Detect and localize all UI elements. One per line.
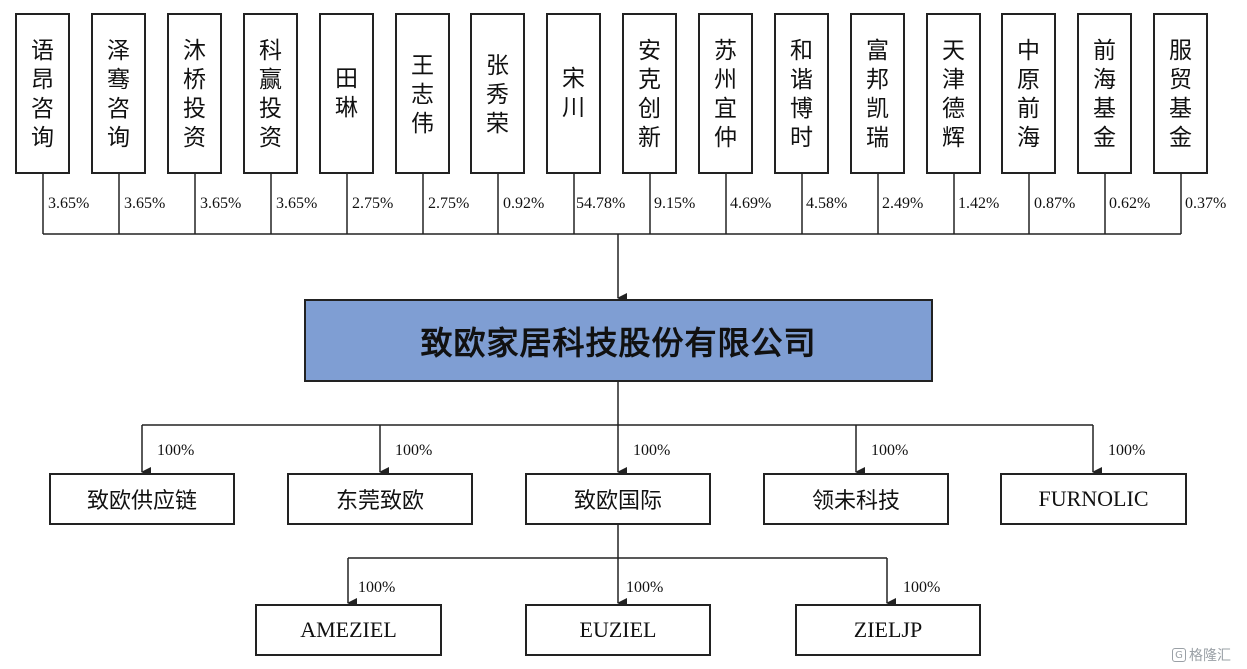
subsidiary-box-international: 致欧国际 (525, 473, 711, 525)
shareholder-name: 王 志 伟 (411, 53, 434, 137)
intl-subsidiary-pct: 100% (358, 579, 396, 596)
watermark: G 格隆汇 (1172, 645, 1231, 665)
intl-subsidiary-box-ameziel: AMEZIEL (255, 604, 442, 656)
shareholder-name: 沐 桥 投 资 (183, 38, 206, 151)
subsidiary-box-lingwei: 领未科技 (763, 473, 949, 525)
subsidiary-pct: 100% (633, 442, 671, 459)
shareholder-box-muqiao: 沐 桥 投 资 (167, 13, 222, 174)
company-box: 致欧家居科技股份有限公司 (304, 299, 933, 382)
shareholder-pct: 0.37% (1185, 195, 1227, 212)
shareholder-name: 科 赢 投 资 (259, 38, 282, 151)
shareholder-pct: 2.75% (352, 195, 394, 212)
shareholder-box-fumao: 服 贸 基 金 (1153, 13, 1208, 174)
shareholder-box-zhongyuan: 中 原 前 海 (1001, 13, 1056, 174)
shareholder-name: 前 海 基 金 (1093, 38, 1116, 151)
shareholder-box-songchuan: 宋 川 (546, 13, 601, 174)
shareholder-drops (42, 173, 1182, 235)
subsidiary-pct: 100% (871, 442, 909, 459)
shareholder-name: 和 谐 博 时 (790, 38, 813, 151)
subsidiary-box-dongguan: 东莞致欧 (287, 473, 473, 525)
intl-subsidiary-pct: 100% (903, 579, 941, 596)
shareholder-name: 张 秀 荣 (486, 53, 509, 137)
shareholder-name: 宋 川 (562, 66, 585, 121)
shareholder-name: 中 原 前 海 (1017, 38, 1040, 151)
shareholder-pct: 4.69% (730, 195, 772, 212)
shareholder-pct: 0.62% (1109, 195, 1151, 212)
shareholder-pct: 3.65% (124, 195, 166, 212)
shareholder-box-yuang: 语 昂 咨 询 (15, 13, 70, 174)
subsidiary-pct: 100% (1108, 442, 1146, 459)
shareholder-box-anke: 安 克 创 新 (622, 13, 677, 174)
intl-subsidiary-box-zieljp: ZIELJP (795, 604, 981, 656)
subsidiary-pct: 100% (157, 442, 195, 459)
shareholder-box-tianjin: 天 津 德 辉 (926, 13, 981, 174)
shareholder-pct: 2.49% (882, 195, 924, 212)
shareholder-name: 富 邦 凯 瑞 (866, 38, 889, 151)
shareholder-name: 田 琳 (335, 66, 358, 121)
shareholder-pct: 3.65% (200, 195, 242, 212)
shareholder-pct: 1.42% (958, 195, 1000, 212)
shareholder-box-zhangxiurong: 张 秀 荣 (470, 13, 525, 174)
shareholder-name: 服 贸 基 金 (1169, 38, 1192, 151)
shareholder-box-zeqian: 泽 骞 咨 询 (91, 13, 146, 174)
shareholder-name: 安 克 创 新 (638, 38, 661, 151)
shareholder-pct: 4.58% (806, 195, 848, 212)
shareholder-pct: 9.15% (654, 195, 696, 212)
shareholder-pct: 54.78% (576, 195, 626, 212)
shareholder-pct: 2.75% (428, 195, 470, 212)
shareholder-box-wangzhiwei: 王 志 伟 (395, 13, 450, 174)
shareholder-name: 语 昂 咨 询 (31, 38, 54, 151)
shareholder-name: 苏 州 宜 仲 (714, 38, 737, 151)
shareholder-box-suzhou: 苏 州 宜 仲 (698, 13, 753, 174)
shareholder-pct: 3.65% (276, 195, 318, 212)
shareholder-box-fubang: 富 邦 凯 瑞 (850, 13, 905, 174)
shareholder-box-hexie: 和 谐 博 时 (774, 13, 829, 174)
subsidiary-pct: 100% (395, 442, 433, 459)
watermark-logo-icon: G (1172, 648, 1186, 662)
watermark-text: 格隆汇 (1189, 648, 1231, 664)
shareholder-box-keying: 科 赢 投 资 (243, 13, 298, 174)
shareholder-pct: 0.92% (503, 195, 545, 212)
shareholder-box-qianhai: 前 海 基 金 (1077, 13, 1132, 174)
shareholder-name: 泽 骞 咨 询 (107, 38, 130, 151)
subsidiary-box-furnolic: FURNOLIC (1000, 473, 1187, 525)
shareholder-pct: 3.65% (48, 195, 90, 212)
shareholder-box-tianlin: 田 琳 (319, 13, 374, 174)
subsidiary-box-supply-chain: 致欧供应链 (49, 473, 235, 525)
intl-subsidiary-box-euziel: EUZIEL (525, 604, 711, 656)
shareholder-name: 天 津 德 辉 (942, 38, 965, 151)
shareholder-pct: 0.87% (1034, 195, 1076, 212)
intl-subsidiary-pct: 100% (626, 579, 664, 596)
